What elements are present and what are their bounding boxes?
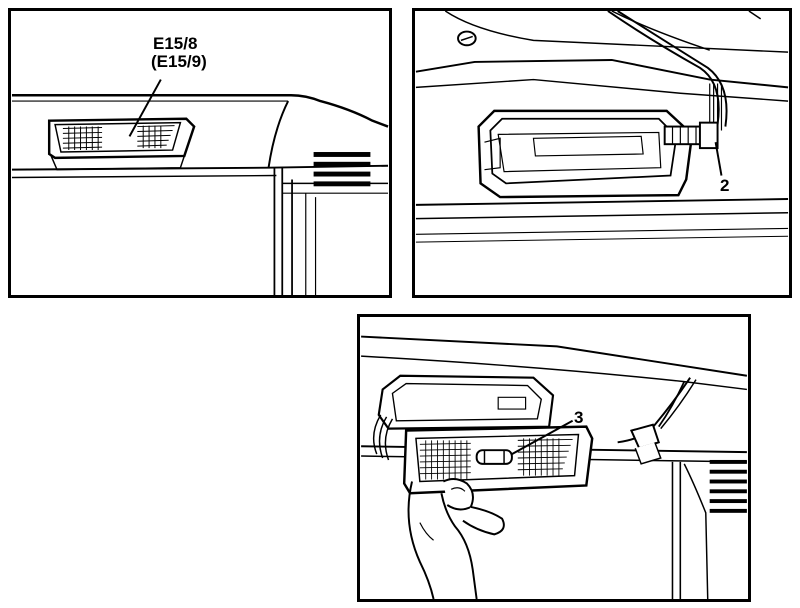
panel-removal: 3: [357, 314, 751, 602]
lamp-removal-illustration: [361, 335, 748, 599]
lamp-location-illustration: [11, 79, 389, 295]
callout-label: E15/8: [153, 34, 198, 53]
connector-illustration: [415, 11, 789, 243]
callout-label: (E15/9): [151, 52, 207, 71]
callout-label: 3: [574, 408, 584, 427]
panel-connector: 2: [412, 8, 792, 298]
panel-lamp-location: E15/8 (E15/9): [8, 8, 392, 298]
callout-label: 2: [720, 176, 730, 195]
